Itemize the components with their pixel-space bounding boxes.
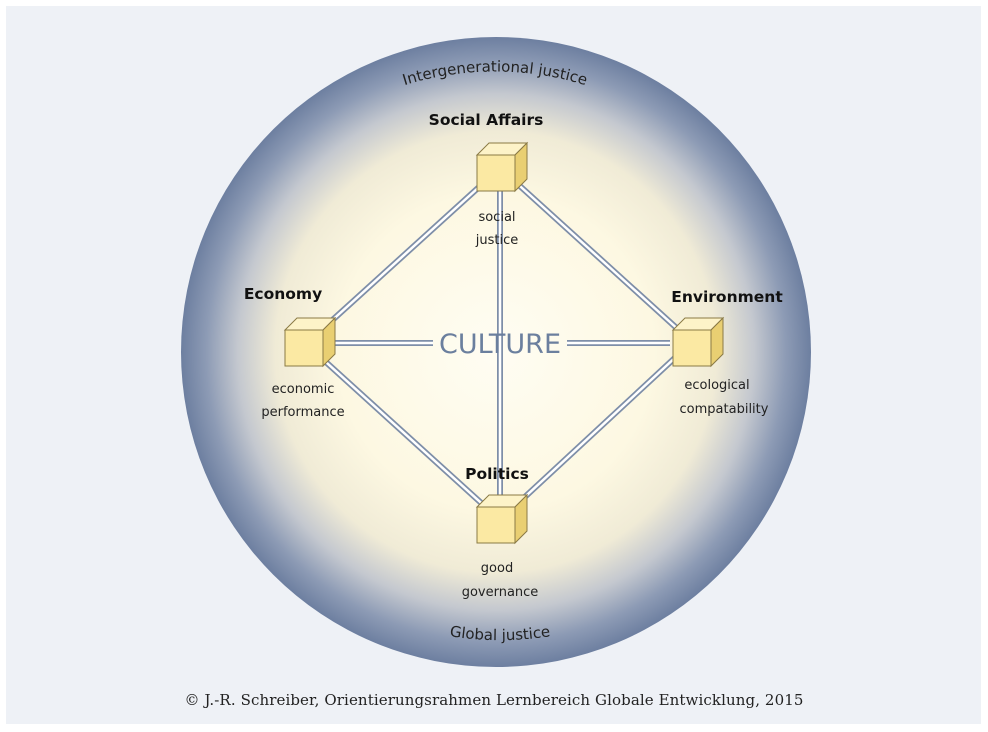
environment-cube-icon (671, 316, 725, 368)
outer-bottom-label: Global justice (449, 622, 551, 644)
politics-subtitle-line2: governance (462, 585, 539, 600)
source-credit: © J.-R. Schreiber, Orientierungsrahmen L… (184, 691, 804, 709)
environment-title: Environment (671, 288, 783, 306)
economy-subtitle-line2: performance (261, 405, 344, 420)
social-affairs-cube-icon (475, 141, 529, 193)
environment-subtitle-line1: ecological (684, 378, 749, 393)
social-affairs-subtitle-line1: social (478, 210, 515, 225)
economy-node: Economy economic performance (244, 285, 345, 420)
economy-cube-icon (283, 316, 337, 368)
social-affairs-node: Social Affairs social justice (429, 111, 544, 248)
outer-circle (181, 37, 811, 667)
social-affairs-title: Social Affairs (429, 111, 544, 129)
politics-subtitle-line1: good (481, 561, 513, 576)
environment-node: Environment ecological compatability (671, 288, 783, 417)
environment-subtitle-line2: compatability (680, 402, 769, 417)
economy-title: Economy (244, 285, 322, 303)
politics-node: Politics good governance (462, 465, 539, 600)
social-affairs-subtitle-line2: justice (475, 233, 518, 248)
politics-title: Politics (465, 465, 529, 483)
politics-cube-icon (475, 493, 529, 545)
economy-subtitle-line1: economic (272, 382, 335, 397)
center-label: CULTURE (439, 329, 561, 360)
